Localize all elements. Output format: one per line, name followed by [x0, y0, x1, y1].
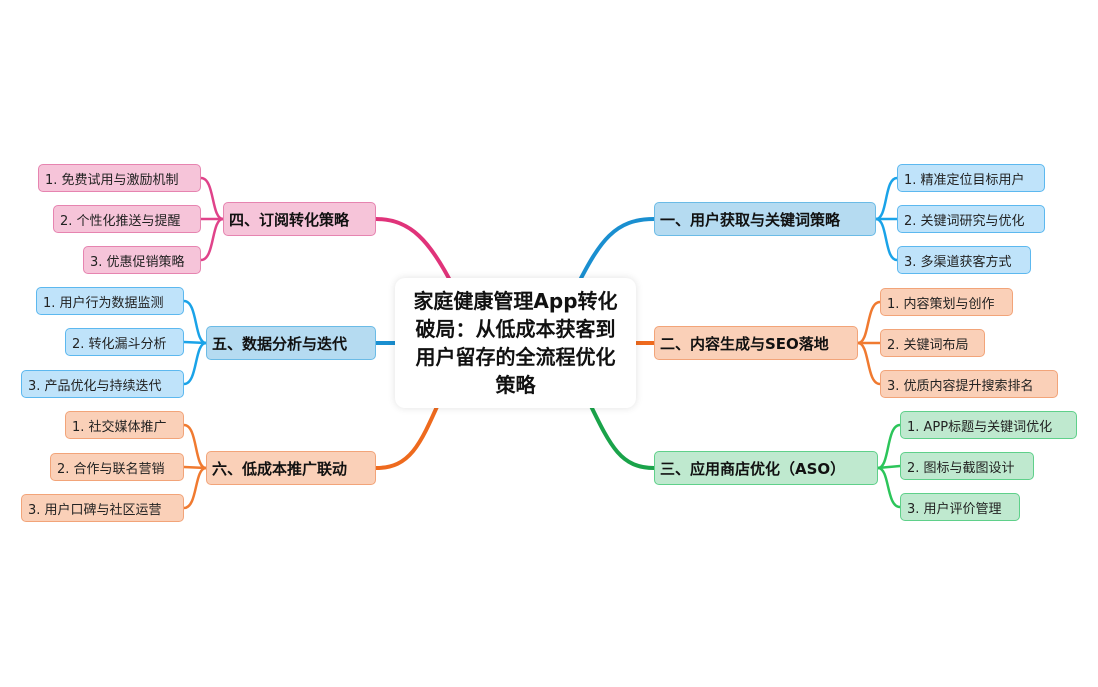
branch-subscription[interactable]: 四、订阅转化策略	[223, 202, 376, 236]
leaf-label: 2. 个性化推送与提醒	[60, 213, 181, 229]
leaf-node[interactable]: 3. 产品优化与持续迭代	[21, 370, 184, 398]
leaf-label: 2. 合作与联名营销	[57, 461, 165, 477]
branch-label: 一、用户获取与关键词策略	[660, 210, 841, 229]
branch-low-cost-promotion[interactable]: 六、低成本推广联动	[206, 451, 376, 485]
central-topic-text: 家庭健康管理App转化破局：从低成本获客到用户留存的全流程优化策略	[413, 289, 618, 397]
branch-label: 六、低成本推广联动	[212, 459, 348, 478]
branch-label: 四、订阅转化策略	[229, 210, 350, 229]
connector-branch-1	[573, 217, 656, 292]
branch-label: 五、数据分析与迭代	[212, 334, 348, 353]
leaf-label: 3. 用户口碑与社区运营	[28, 502, 162, 518]
leaf-label: 1. APP标题与关键词优化	[907, 419, 1053, 435]
leaf-node[interactable]: 3. 优惠促销策略	[83, 246, 201, 274]
branch-user-acquisition[interactable]: 一、用户获取与关键词策略	[654, 202, 876, 236]
connector-leaves-3	[876, 423, 902, 509]
branch-aso[interactable]: 三、应用商店优化（ASO）	[654, 451, 878, 485]
leaf-label: 1. 用户行为数据监测	[43, 295, 164, 311]
connector-leaves-2	[856, 300, 882, 386]
leaf-label: 2. 关键词布局	[887, 337, 969, 353]
leaf-node[interactable]: 3. 用户口碑与社区运营	[21, 494, 184, 522]
leaf-label: 2. 图标与截图设计	[907, 460, 1015, 476]
leaf-label: 2. 转化漏斗分析	[72, 336, 167, 352]
leaf-node[interactable]: 3. 多渠道获客方式	[897, 246, 1031, 274]
leaf-node[interactable]: 1. 内容策划与创作	[880, 288, 1013, 316]
branch-content-seo[interactable]: 二、内容生成与SEO落地	[654, 326, 858, 360]
leaf-node[interactable]: 1. 免费试用与激励机制	[38, 164, 201, 192]
connector-branch-3	[586, 398, 656, 470]
connector-branch-4	[374, 217, 457, 292]
connector-leaves-1	[874, 176, 899, 262]
leaf-label: 1. 免费试用与激励机制	[45, 172, 179, 188]
central-topic[interactable]: 家庭健康管理App转化破局：从低成本获客到用户留存的全流程优化策略	[395, 278, 636, 408]
leaf-label: 2. 关键词研究与优化	[904, 213, 1025, 229]
branch-data-analysis[interactable]: 五、数据分析与迭代	[206, 326, 376, 360]
leaf-label: 3. 优惠促销策略	[90, 254, 185, 270]
leaf-node[interactable]: 2. 合作与联名营销	[50, 453, 184, 481]
leaf-node[interactable]: 1. APP标题与关键词优化	[900, 411, 1077, 439]
leaf-label: 3. 多渠道获客方式	[904, 254, 1012, 270]
connector-branch-6	[374, 398, 442, 470]
leaf-node[interactable]: 2. 关键词研究与优化	[897, 205, 1045, 233]
branch-label: 三、应用商店优化（ASO）	[660, 459, 846, 478]
leaf-node[interactable]: 2. 关键词布局	[880, 329, 985, 357]
leaf-node[interactable]: 1. 社交媒体推广	[65, 411, 184, 439]
leaf-node[interactable]: 3. 用户评价管理	[900, 493, 1020, 521]
branch-label: 二、内容生成与SEO落地	[660, 334, 829, 353]
leaf-node[interactable]: 2. 个性化推送与提醒	[53, 205, 201, 233]
connector-leaves-6	[182, 423, 208, 510]
leaf-node[interactable]: 3. 优质内容提升搜索排名	[880, 370, 1058, 398]
leaf-node[interactable]: 1. 精准定位目标用户	[897, 164, 1045, 192]
leaf-node[interactable]: 1. 用户行为数据监测	[36, 287, 184, 315]
leaf-label: 3. 产品优化与持续迭代	[28, 378, 162, 394]
leaf-label: 3. 用户评价管理	[907, 501, 1002, 517]
leaf-label: 1. 内容策划与创作	[887, 296, 995, 312]
leaf-node[interactable]: 2. 图标与截图设计	[900, 452, 1034, 480]
leaf-label: 1. 社交媒体推广	[72, 419, 167, 435]
connector-leaves-4	[199, 176, 225, 262]
leaf-node[interactable]: 2. 转化漏斗分析	[65, 328, 184, 356]
connector-leaves-5	[182, 299, 208, 386]
leaf-label: 1. 精准定位目标用户	[904, 172, 1025, 188]
leaf-label: 3. 优质内容提升搜索排名	[887, 378, 1034, 394]
